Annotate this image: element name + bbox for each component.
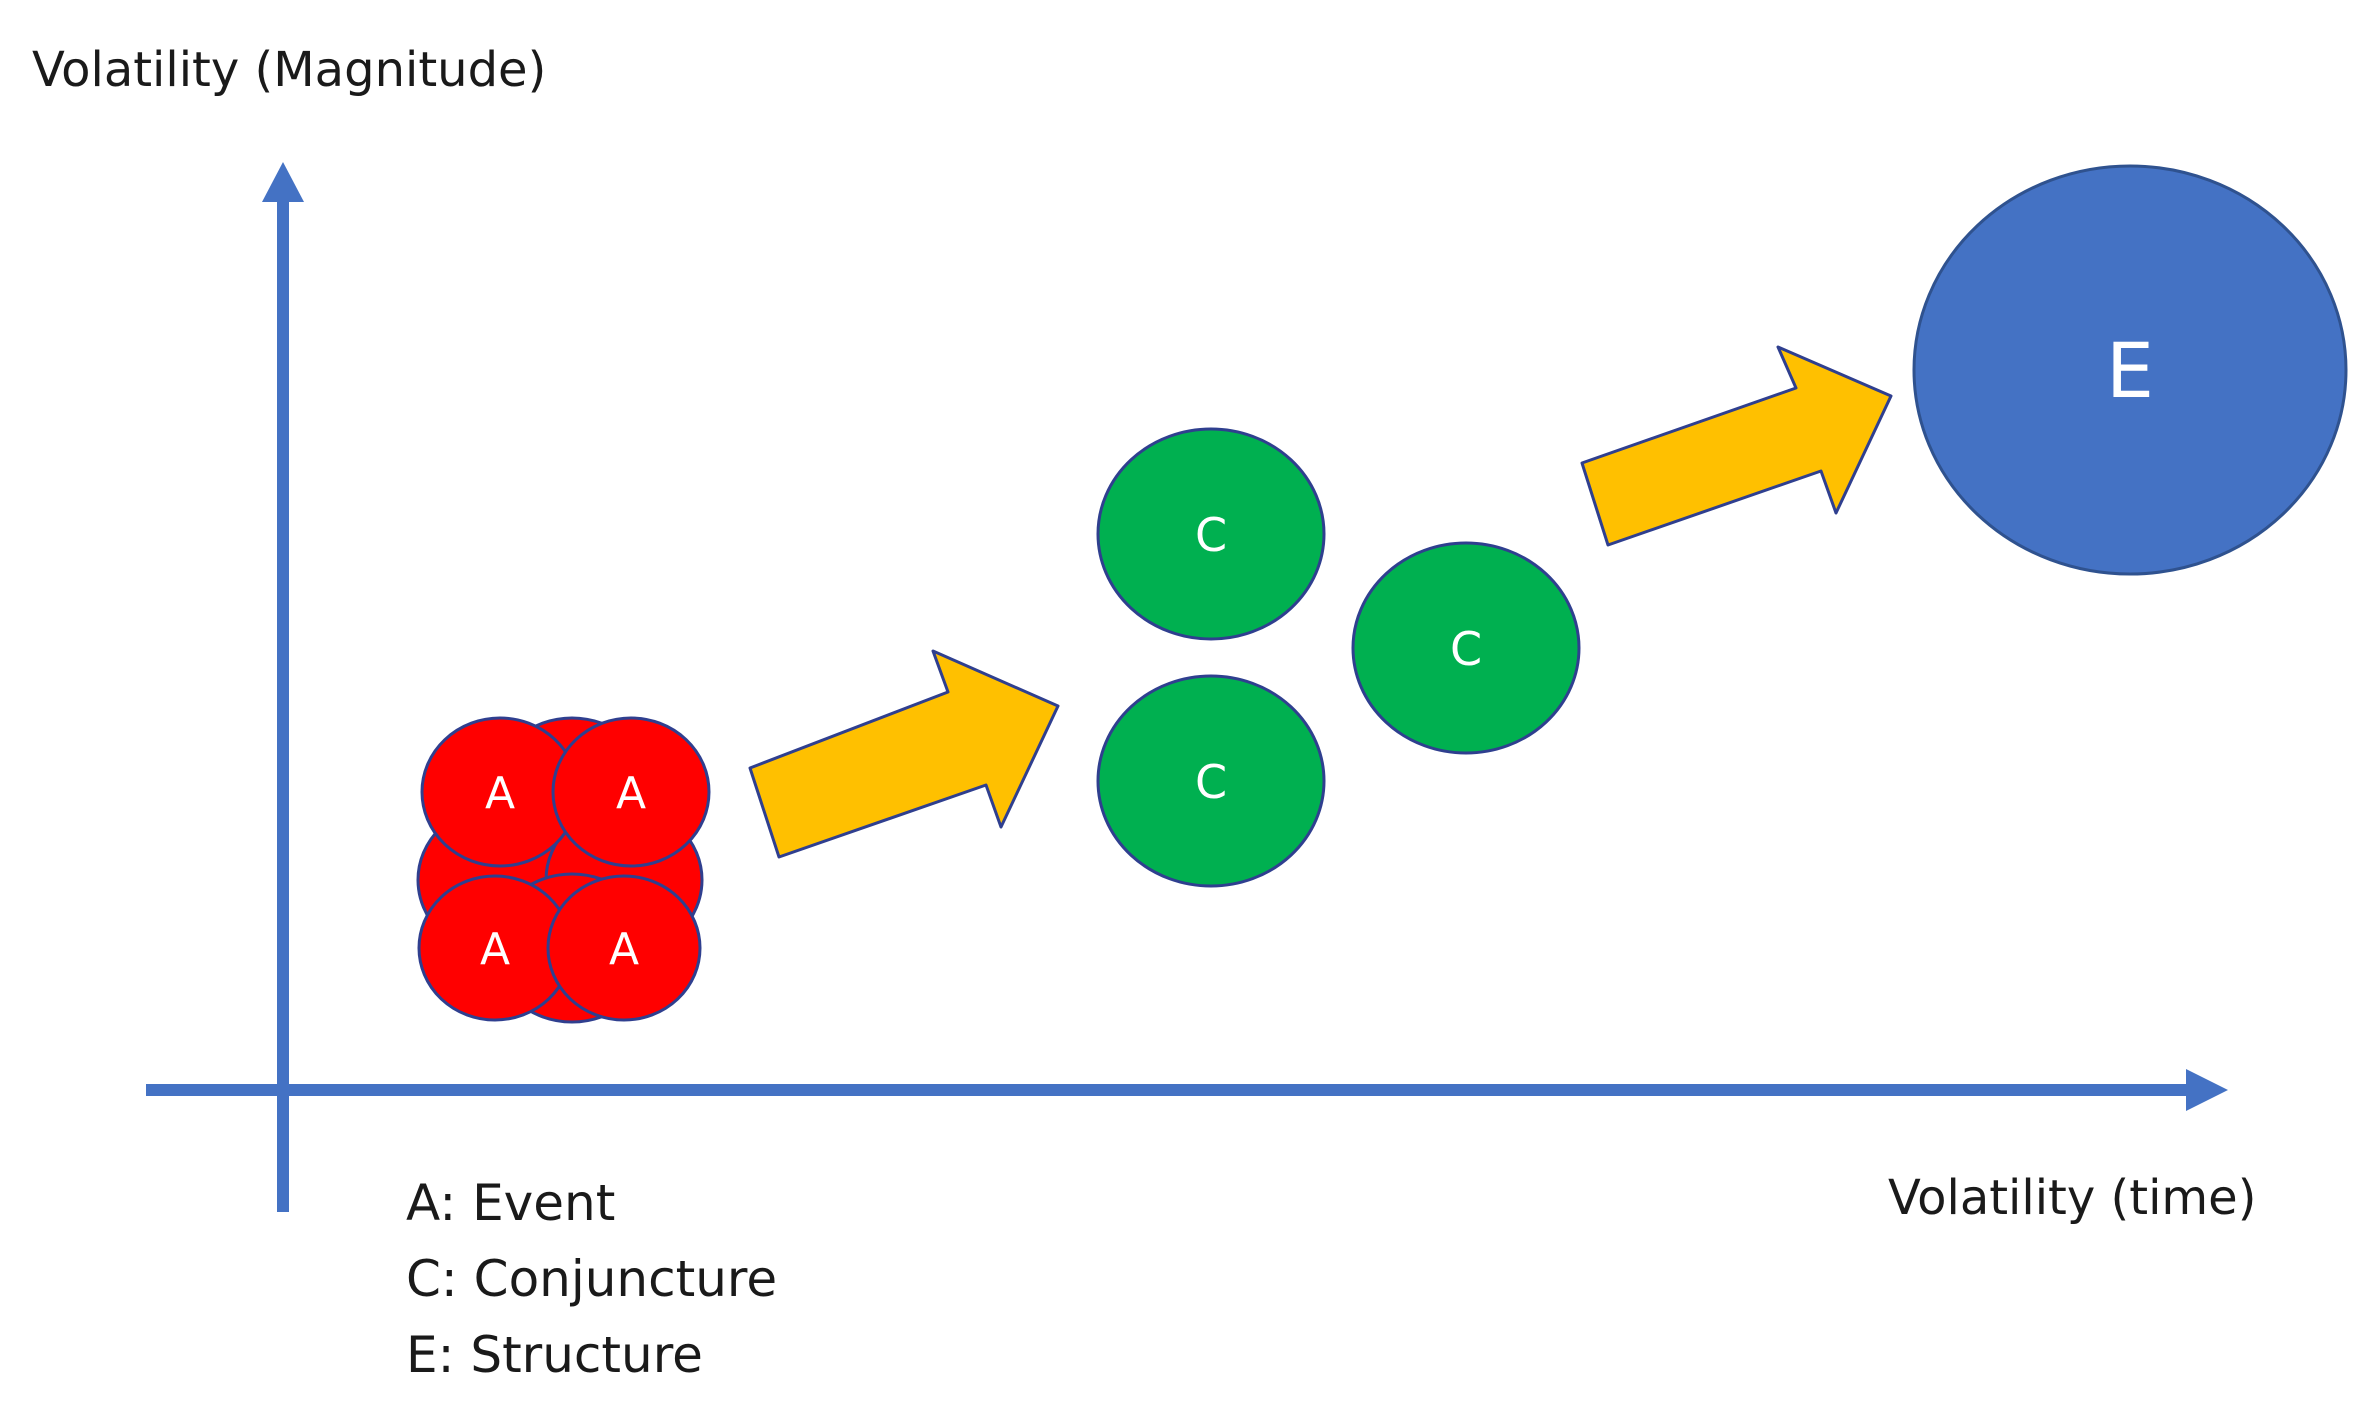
legend: A: Event C: Conjuncture E: Structure bbox=[406, 1174, 777, 1384]
conjuncture-label-bottom: C bbox=[1195, 755, 1227, 809]
x-axis-arrowhead bbox=[2186, 1069, 2228, 1111]
event-node-bottom-right bbox=[546, 874, 702, 1022]
y-axis-arrowhead bbox=[262, 162, 304, 202]
conjuncture-node-bottom bbox=[1096, 674, 1326, 888]
event-label-bottom-left: A bbox=[480, 924, 510, 975]
structure-label: E bbox=[2106, 326, 2154, 415]
y-axis-title: Volatility (Magnitude) bbox=[32, 42, 546, 98]
event-node-top-right bbox=[551, 716, 711, 868]
event-label-top-left: A bbox=[485, 768, 515, 819]
event-label-top-right: A bbox=[616, 768, 646, 819]
structure-node bbox=[1912, 164, 2348, 576]
transition-arrow-event-to-conjuncture bbox=[748, 649, 1060, 859]
conjuncture-node-top bbox=[1096, 427, 1326, 641]
conjuncture-cluster bbox=[1096, 427, 1581, 888]
transition-arrow-conjuncture-to-structure bbox=[1580, 345, 1893, 547]
axes bbox=[146, 162, 2228, 1212]
conjuncture-node-right bbox=[1351, 541, 1581, 755]
x-axis-title: Volatility (time) bbox=[1888, 1170, 2256, 1226]
legend-item-conjuncture: C: Conjuncture bbox=[406, 1250, 777, 1308]
legend-item-structure: E: Structure bbox=[406, 1326, 703, 1384]
event-labels: A A A A bbox=[480, 768, 646, 975]
conjuncture-labels: C C C bbox=[1195, 508, 1482, 809]
conjuncture-label-top: C bbox=[1195, 508, 1227, 562]
conjuncture-label-right: C bbox=[1450, 622, 1482, 676]
event-label-bottom-right: A bbox=[609, 924, 639, 975]
legend-item-event: A: Event bbox=[406, 1174, 615, 1232]
event-cluster bbox=[416, 716, 711, 1024]
